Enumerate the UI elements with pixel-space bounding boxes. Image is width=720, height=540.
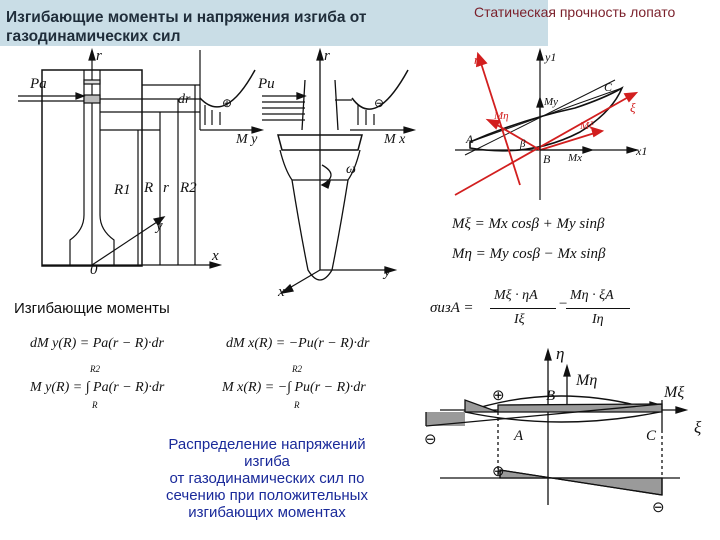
label-r1: R1 [114,182,131,198]
label-mx: M x [384,132,406,147]
label-my: M y [236,132,258,147]
label-r-big: R [144,180,154,196]
formula-mx: M x(R) = −∫ Pu(r − R)·dr [222,380,366,395]
integral-upper-1: R2 [90,364,100,374]
middle-blade-figure [262,47,398,295]
stress-figure [425,347,689,505]
caption-line: изгиба [244,453,290,470]
label-y1: y1 [545,50,557,64]
label-r-small: r [163,180,169,196]
formula-m-xi: Mξ = Mx cosβ + My sinβ [452,216,605,232]
label-y-mid: y [384,264,391,280]
label-x-mid: x [278,284,285,300]
minus-sign-lower: ⊖ [652,499,665,516]
label-meta-bottom: Mη [576,372,598,389]
formula-dmy: dM y(R) = Pa(r − R)·dr [30,336,164,351]
label-r2: R2 [180,180,197,196]
label-xi-top: ξ [630,100,636,115]
label-c-top: C [604,80,613,94]
label-pu: Pu [258,76,275,92]
fraction-bar-1 [490,308,556,309]
integral-upper-2: R2 [292,364,302,374]
formula-sigma: σизA = [430,300,474,316]
caption-line: изгибающих моментах [188,504,346,521]
caption-line: Распределение напряжений [168,436,366,453]
label-x-left: x [212,248,219,264]
moment-mx-plot [350,69,417,134]
integral-lower-1: R [92,400,98,410]
caption-line: от газодинамических сил по [169,470,365,487]
label-eta-top: η [474,52,481,67]
plus-sign-upper: ⊕ [492,387,505,404]
label-r-axis: r [96,48,102,64]
page-title: Изгибающие моменты и напряжения изгиба о… [6,9,367,45]
label-mx-section: Mx [568,152,583,164]
sigma-term1-den: Iξ [514,312,525,327]
label-a-bottom: A [514,428,524,444]
caption-moments: Изгибающие моменты [14,300,170,317]
label-beta: β [520,138,526,150]
label-my-section: My [544,96,559,108]
integral-lower-2: R [294,400,300,410]
sigma-term2-den: Iη [592,312,604,327]
section-figure [455,47,640,200]
formula-my: M y(R) = ∫ Pa(r − R)·dr [30,380,165,395]
left-blade-figure [18,47,223,269]
minus-sign-upper: ⊖ [424,431,437,448]
plus-sign-lower: ⊕ [492,463,505,480]
label-pa: Pa [30,76,47,92]
label-meta-section: Mη [494,110,509,122]
label-xi-bottom: ξ [694,418,702,437]
minus-sign-mid: ⊖ [374,96,385,110]
label-mxi-bottom: Mξ [664,384,685,401]
label-omega: ω [346,162,356,177]
label-b-top: B [543,152,551,166]
caption-stress-distribution: Распределение напряжений изгиба от газод… [136,436,398,521]
label-r-mid: r [324,48,330,64]
section-title: Статическая прочность лопато [474,4,676,20]
fraction-bar-2 [566,308,630,309]
section-principal-axes [454,51,639,196]
label-y-left: y [156,218,163,234]
label-eta-bottom: η [556,344,565,363]
plus-sign-left: ⊕ [222,96,233,110]
label-c-bottom: C [646,428,657,444]
label-x1: x1 [636,144,648,158]
label-dr: dr [178,92,191,107]
formula-m-eta: Mη = My cosβ − Mx sinβ [452,246,606,262]
moment-my-plot [199,50,265,134]
sigma-minus: − [558,296,569,312]
sigma-term2-num: Mη · ξA [570,288,614,303]
caption-line: сечению при положительных [166,487,368,504]
sigma-term1-num: Mξ · ηA [494,288,538,303]
label-a-top: A [466,132,474,146]
label-b-bottom: B [546,388,556,404]
section-moment-vectors [536,95,595,154]
label-mxi-section: Mξ [580,120,594,132]
formula-dmx: dM x(R) = −Pu(r − R)·dr [226,336,370,351]
label-origin: 0 [90,262,98,278]
title-banner: Изгибающие моменты и напряжения изгиба о… [0,0,548,46]
